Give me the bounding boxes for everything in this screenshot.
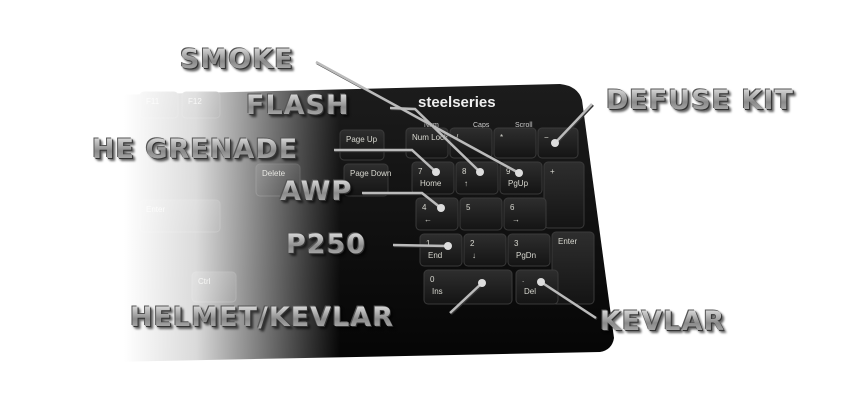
key-enter-label: Enter	[558, 237, 577, 246]
label-he-grenade: HE GRENADE	[92, 134, 299, 165]
key-2-label: 2	[470, 239, 475, 248]
key-7-label: 7	[418, 167, 423, 176]
key-8-label: 8	[462, 167, 467, 176]
key-pageup-label: Page Up	[346, 135, 378, 144]
key-minus-label: −	[544, 133, 549, 142]
key-9-label: 9	[506, 167, 511, 176]
key-8: 8↑	[455, 161, 499, 195]
key-ctrl: Ctrl	[191, 271, 237, 303]
key-star-label: *	[500, 133, 503, 142]
key-minus: −	[537, 127, 579, 159]
key-f11-label: F11	[146, 97, 160, 106]
key-del-label: .	[522, 275, 524, 284]
key-3-label: 3	[514, 239, 519, 248]
key-5-label: 5	[466, 203, 471, 212]
key-enter-main: Enter	[139, 199, 221, 233]
key-del: .Del	[515, 269, 559, 305]
key-2: 2↓	[463, 233, 507, 267]
key-1-label: 1	[426, 239, 431, 248]
key-9-sublabel: PgUp	[508, 179, 529, 188]
brand-logo: steelseries	[418, 94, 496, 111]
key-numlock-label: Num Lock	[412, 133, 449, 142]
key-2-sublabel: ↓	[472, 251, 476, 260]
key-0-sublabel: Ins	[432, 287, 443, 296]
key-7-sublabel: Home	[420, 179, 442, 188]
label-defuse-kit: DEFUSE KIT	[606, 85, 794, 116]
key-4-label: 4	[422, 203, 427, 212]
key-pagedown-label: Page Down	[350, 169, 391, 178]
label-kevlar: KEVLAR	[600, 306, 726, 337]
key-star: *	[493, 127, 537, 159]
key-6-sublabel: →	[512, 215, 520, 224]
label-helmet-kevlar: HELMET/KEVLAR	[130, 302, 394, 333]
key-f12-label: F12	[188, 97, 202, 106]
key-slash: /	[449, 127, 493, 159]
key-plus: +	[543, 161, 585, 229]
key-plus-label: +	[550, 167, 555, 176]
key-4-sublabel: ←	[424, 215, 432, 224]
label-p250: P250	[286, 229, 367, 260]
key-1-sublabel: End	[428, 251, 442, 260]
key-f11: F11	[139, 91, 179, 119]
key-4: 4←	[415, 197, 459, 231]
key-0-label: 0	[430, 275, 435, 284]
key-8-sublabel: ↑	[464, 179, 468, 188]
key-enter-main-label: Enter	[146, 205, 165, 214]
key-numlock: Num Lock	[405, 127, 449, 159]
indicator-scroll: Scroll	[515, 122, 533, 129]
key-pageup: Page Up	[339, 129, 385, 161]
label-flash: FLASH	[246, 90, 350, 121]
key-del-sublabel: Del	[524, 287, 536, 296]
key-5: 5	[459, 197, 503, 231]
key-6-label: 6	[510, 203, 515, 212]
key-6: 6→	[503, 197, 547, 231]
key-3-sublabel: PgDn	[516, 251, 536, 260]
label-smoke: SMOKE	[180, 44, 294, 75]
key-f12: F12	[181, 91, 221, 119]
key-ctrl-label: Ctrl	[198, 277, 211, 286]
label-awp: AWP	[280, 176, 353, 207]
